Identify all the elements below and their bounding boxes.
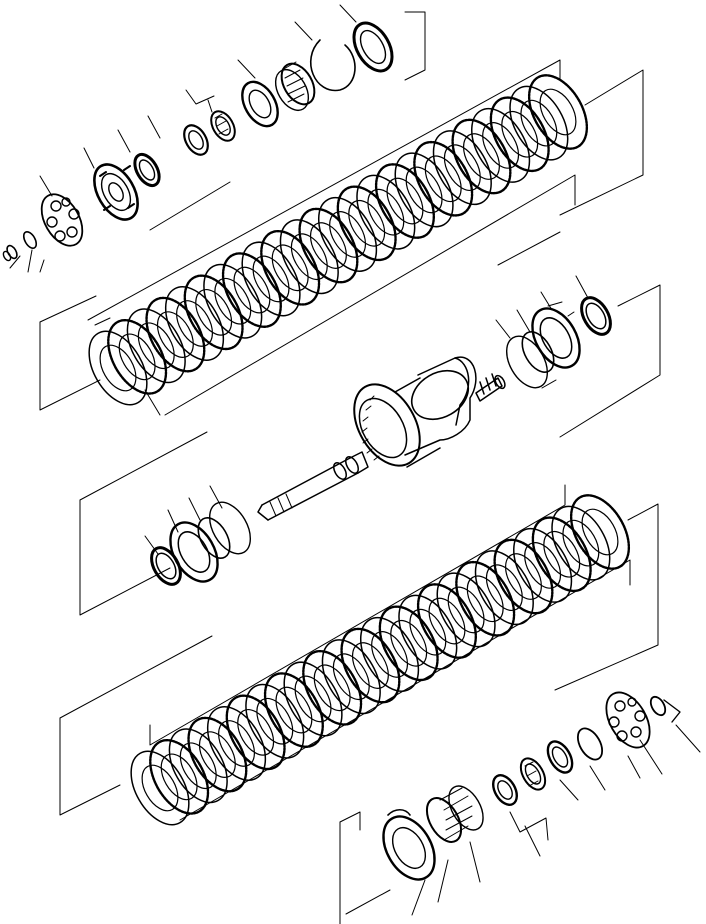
small-nut-lower xyxy=(649,695,681,723)
snap-ring-lower xyxy=(382,815,436,881)
seal-bracket xyxy=(541,284,661,438)
bracket xyxy=(404,11,426,81)
lower-bearing-bracket xyxy=(339,811,391,924)
o-ring-large xyxy=(505,335,549,389)
ball-bearing-lower xyxy=(605,691,651,749)
steel-plate xyxy=(471,107,531,183)
lower-bearing-assembly xyxy=(339,691,701,924)
steel-plate xyxy=(394,152,454,228)
friction-plate xyxy=(531,516,592,593)
o-ring-inner-lower xyxy=(197,517,231,559)
lower-pack-outline xyxy=(59,503,659,816)
seal-leaders xyxy=(495,275,589,339)
main-shaft xyxy=(257,451,369,521)
lower-clutch-pack xyxy=(130,494,631,826)
steel-plate xyxy=(168,728,228,804)
bearing-race xyxy=(241,80,279,128)
friction-plate xyxy=(374,163,436,239)
friction-plate xyxy=(493,538,554,615)
needle-bearing-lower xyxy=(519,757,547,791)
friction-plate xyxy=(302,649,363,726)
bearing-housing xyxy=(40,193,84,247)
ball-bearing xyxy=(93,163,139,221)
friction-plate xyxy=(221,252,282,328)
steel-plate xyxy=(474,550,534,626)
o-ring-inner xyxy=(521,331,555,373)
steel-plate xyxy=(513,527,573,603)
steel-plate xyxy=(283,661,343,737)
bearing-cage xyxy=(274,61,316,111)
lower-bearing-leaders xyxy=(411,724,701,916)
o-ring-large-lower xyxy=(208,501,252,555)
friction-plate xyxy=(413,140,474,217)
friction-plate xyxy=(455,560,516,637)
leader-lines xyxy=(9,4,357,273)
steel-plate xyxy=(551,505,611,581)
thrust-washer-lower xyxy=(546,740,574,774)
friction-plate xyxy=(187,716,248,793)
shaft-spline-end xyxy=(475,373,506,402)
steel-plate xyxy=(359,617,420,692)
shaft-and-drum xyxy=(257,356,506,521)
upper-pack-outline xyxy=(39,69,644,411)
steel-plate xyxy=(317,197,378,272)
friction-plate xyxy=(107,319,168,395)
steel-plate xyxy=(88,330,148,406)
lower-seal-leaders xyxy=(144,485,223,555)
steel-plate xyxy=(398,594,458,670)
circlip-lower xyxy=(387,808,411,816)
thrust-washer xyxy=(183,124,209,156)
bearing-race-lower xyxy=(492,774,518,806)
small-ring xyxy=(22,231,38,249)
clutch-drum xyxy=(353,356,477,468)
snap-ring xyxy=(352,21,394,73)
lower-pack-bracket xyxy=(149,484,631,821)
steel-plate xyxy=(126,308,186,384)
seal-ring-outer xyxy=(580,296,612,336)
o-ring-lower xyxy=(576,727,604,761)
friction-plate xyxy=(298,207,359,284)
steel-plate xyxy=(206,706,267,781)
upper-seal-set xyxy=(495,275,661,438)
steel-plate xyxy=(203,263,263,339)
steel-plate xyxy=(164,286,225,361)
friction-plate xyxy=(183,274,244,351)
small-nut xyxy=(2,244,18,262)
friction-plate xyxy=(145,296,206,373)
steel-plate xyxy=(509,85,569,161)
steel-plate xyxy=(241,241,301,317)
piston xyxy=(531,301,581,369)
bearing-cage-lower xyxy=(425,785,484,843)
friction-plate xyxy=(340,627,401,704)
friction-plate xyxy=(416,583,478,659)
steel-plate xyxy=(321,639,381,715)
upper-pack-bracket xyxy=(87,59,576,416)
circlip xyxy=(309,39,356,92)
seal-ring-lower xyxy=(150,546,182,586)
friction-plate xyxy=(260,229,321,306)
upper-bearing-assembly xyxy=(2,4,426,273)
steel-plate xyxy=(130,750,190,826)
friction-plate xyxy=(569,494,631,570)
steel-plate xyxy=(436,572,496,648)
friction-plate xyxy=(336,185,397,262)
friction-plate xyxy=(378,605,439,682)
friction-plate xyxy=(451,118,512,195)
friction-plate xyxy=(489,96,550,173)
friction-plate xyxy=(149,739,210,815)
steel-plate xyxy=(432,130,492,206)
friction-plate xyxy=(263,672,324,748)
steel-plate xyxy=(279,219,339,295)
o-ring xyxy=(133,152,161,188)
needle-bearing xyxy=(210,110,236,142)
upper-clutch-pack xyxy=(88,74,589,406)
lower-seal-bracket xyxy=(79,431,208,616)
steel-plate xyxy=(356,174,416,250)
friction-plate xyxy=(225,694,286,771)
steel-plate xyxy=(245,683,305,759)
friction-plate xyxy=(527,74,589,150)
lower-seal-set xyxy=(79,431,252,616)
